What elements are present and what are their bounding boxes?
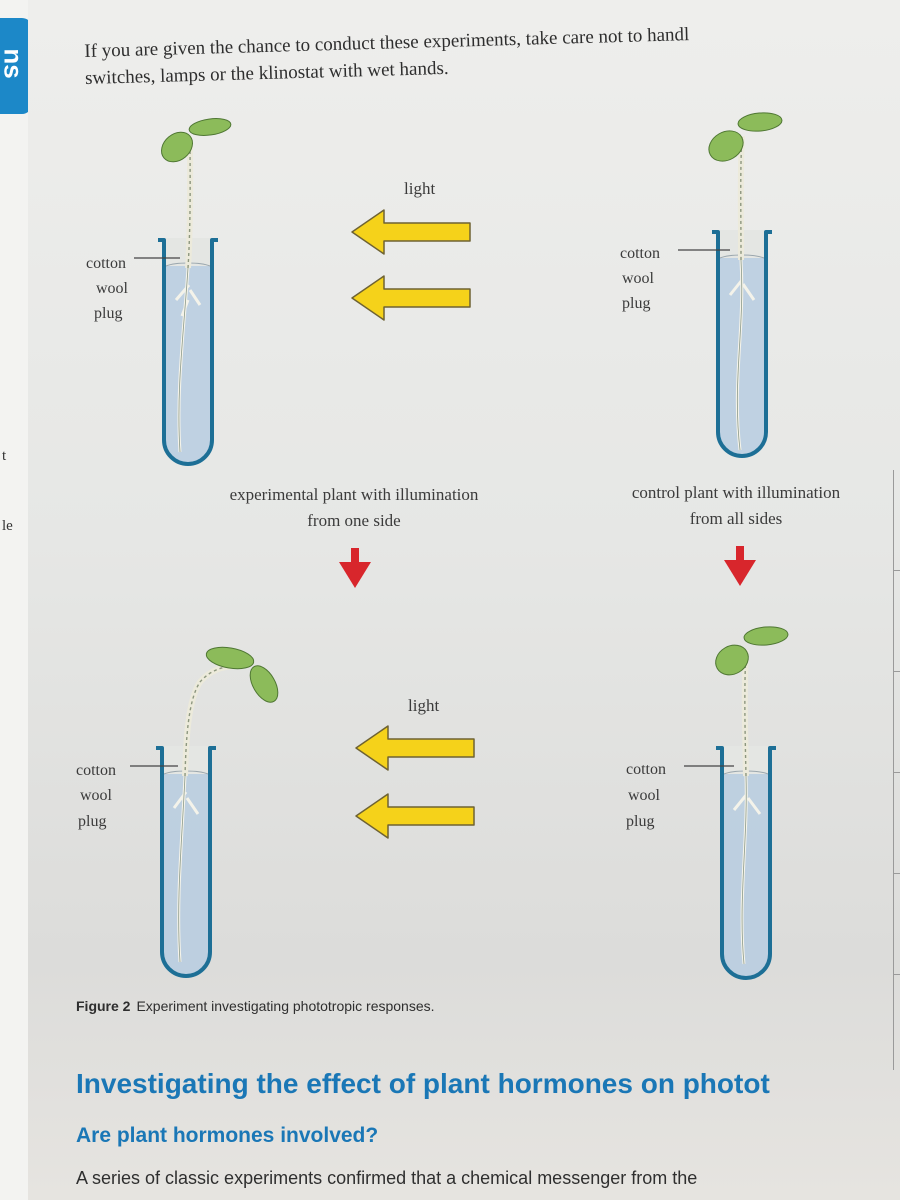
result-arrow <box>724 546 756 586</box>
plug-label-word: cotton <box>620 245 660 262</box>
margin-fragment: t <box>2 448 7 464</box>
plug-label-word: wool <box>628 787 661 804</box>
plug-label-word: plug <box>622 295 650 312</box>
figure-caption-text: Experiment investigating phototropic res… <box>136 998 435 1014</box>
experimental-tube-before <box>134 118 232 466</box>
experimental-caption: experimental plant with illumination <box>230 485 479 504</box>
figure-number: Figure 2 <box>76 998 131 1014</box>
plug-label-word: wool <box>622 270 655 287</box>
facing-page-margin: ns t le <box>0 0 28 1200</box>
sub-heading: Are plant hormones involved? <box>76 1124 379 1147</box>
plug-label-word: plug <box>78 813 106 830</box>
plug-label-word: wool <box>96 280 129 297</box>
chapter-side-tab: ns <box>0 18 28 114</box>
section-heading: Investigating the effect of plant hormon… <box>76 1068 770 1099</box>
plug-label-word: cotton <box>626 761 666 778</box>
light-label: light <box>404 179 435 198</box>
margin-fragment: le <box>2 518 13 534</box>
light-arrow <box>355 793 475 839</box>
plug-label-word: cotton <box>86 255 126 272</box>
result-arrow <box>339 548 371 588</box>
control-tube-after <box>684 626 789 980</box>
figure-caption: Figure 2 Experiment investigating phototr… <box>76 998 435 1014</box>
control-tube-before <box>678 112 783 458</box>
plug-label-word: plug <box>94 305 122 322</box>
light-arrow <box>351 209 471 255</box>
body-text: A series of classic experiments confirme… <box>76 1168 698 1188</box>
light-arrow <box>351 275 471 321</box>
book-page <box>28 0 900 1200</box>
plug-label-word: cotton <box>76 762 116 779</box>
light-arrow <box>355 725 475 771</box>
control-caption: control plant with illumination <box>632 483 841 502</box>
experimental-tube-after <box>130 646 279 978</box>
plug-label-word: plug <box>626 813 654 830</box>
experimental-caption: from one side <box>307 511 400 530</box>
adjacent-table-edge <box>893 470 900 1070</box>
light-label: light <box>408 696 439 715</box>
control-caption: from all sides <box>690 509 783 528</box>
plug-label-word: wool <box>80 787 113 804</box>
